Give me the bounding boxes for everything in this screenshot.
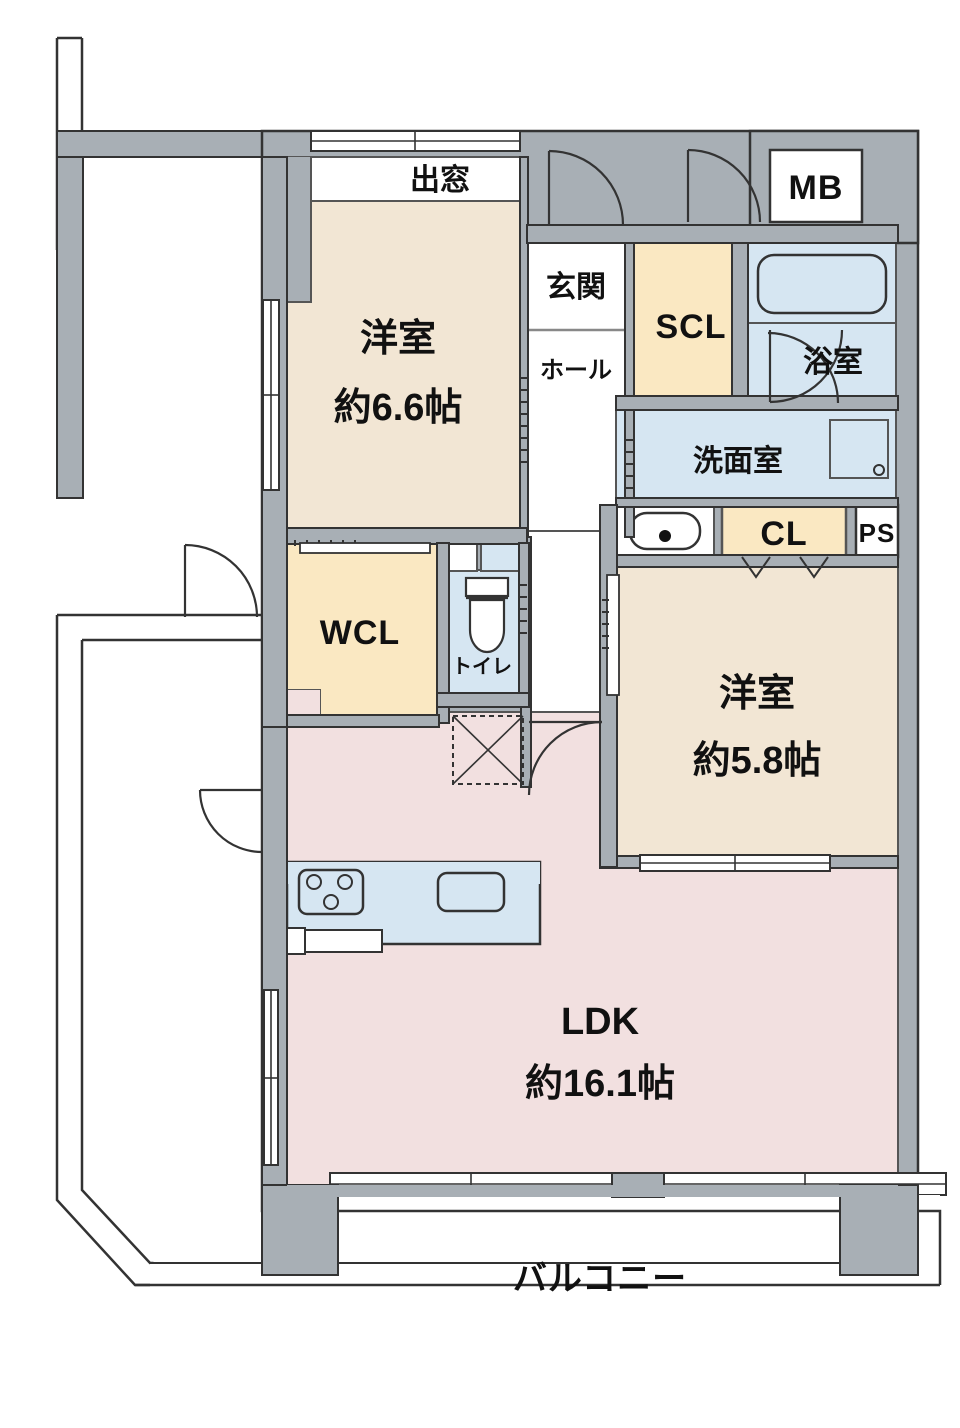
- label-balcony: バルコニー: [513, 1260, 687, 1298]
- meter-box-box: [768, 148, 864, 224]
- bathtub-shape: [756, 253, 888, 315]
- drain-icon: [873, 464, 885, 476]
- label-hall: ホール: [540, 357, 612, 384]
- label-wcl: WCL: [320, 614, 400, 652]
- washing-machine-space: [829, 419, 889, 479]
- toilet-tank-icon: [464, 576, 510, 598]
- label-meter-box: MB: [789, 169, 844, 207]
- label-bedroom2-area: 約5.8帖: [693, 740, 822, 782]
- label-entrance: 玄関: [546, 270, 606, 304]
- ldk-floor-right: [600, 865, 898, 1185]
- label-ldk-area: 約16.1帖: [525, 1063, 675, 1105]
- interior-partitions: [261, 156, 899, 1186]
- cl-box: [720, 503, 848, 559]
- sliding-door-hatch-bedroom1: [521, 377, 527, 463]
- sliding-door-hatch-bedroom2: [602, 599, 609, 649]
- label-bath: 浴室: [803, 345, 863, 379]
- label-toilet: トイレ: [452, 656, 512, 678]
- storage-dashed-box: [452, 715, 524, 785]
- sliding-door-hatch-hall: [626, 439, 633, 489]
- label-bedroom2-name: 洋室: [719, 672, 795, 715]
- bay-window-box: [310, 156, 521, 202]
- label-washroom: 洗面室: [693, 444, 783, 478]
- alcove-walls: [56, 130, 288, 499]
- balcony-wall-blocks: [261, 1172, 919, 1276]
- toilet-shelf: [446, 542, 478, 572]
- sliding-door-hatch-toilet: [520, 584, 527, 634]
- basin-drain-icon: [659, 530, 671, 542]
- toilet-tank-area: [480, 542, 522, 572]
- label-ldk-name: LDK: [561, 1001, 640, 1043]
- stove-icon: [297, 868, 365, 916]
- doors: [183, 148, 844, 854]
- bedroom2-floor: [615, 564, 899, 866]
- labels-group: 出窓 洋室 約6.6帖 玄関 ホール MB SCL 浴室 洗面室 CL PS 洋…: [320, 163, 896, 1298]
- entrance-hall-floor: [526, 236, 626, 538]
- ps-box: [854, 503, 900, 559]
- toilet-bowl-icon: [468, 598, 506, 654]
- label-shoe-closet: SCL: [656, 308, 727, 346]
- scl-box: [633, 242, 733, 404]
- cl-door-chevron-right: [799, 556, 829, 579]
- balcony-area: [135, 1194, 942, 1350]
- label-bedroom1-area: 約6.6帖: [334, 387, 463, 429]
- sink-icon: [436, 871, 506, 913]
- label-closet: CL: [760, 515, 807, 553]
- toilet-fixture: [464, 576, 510, 654]
- label-bay-window: 出窓: [410, 163, 470, 197]
- label-bedroom1-name: 洋室: [360, 317, 436, 360]
- sliding-door-marks: [294, 377, 829, 785]
- cl-door-chevron-left: [741, 556, 771, 579]
- label-pipe-space: PS: [859, 518, 896, 548]
